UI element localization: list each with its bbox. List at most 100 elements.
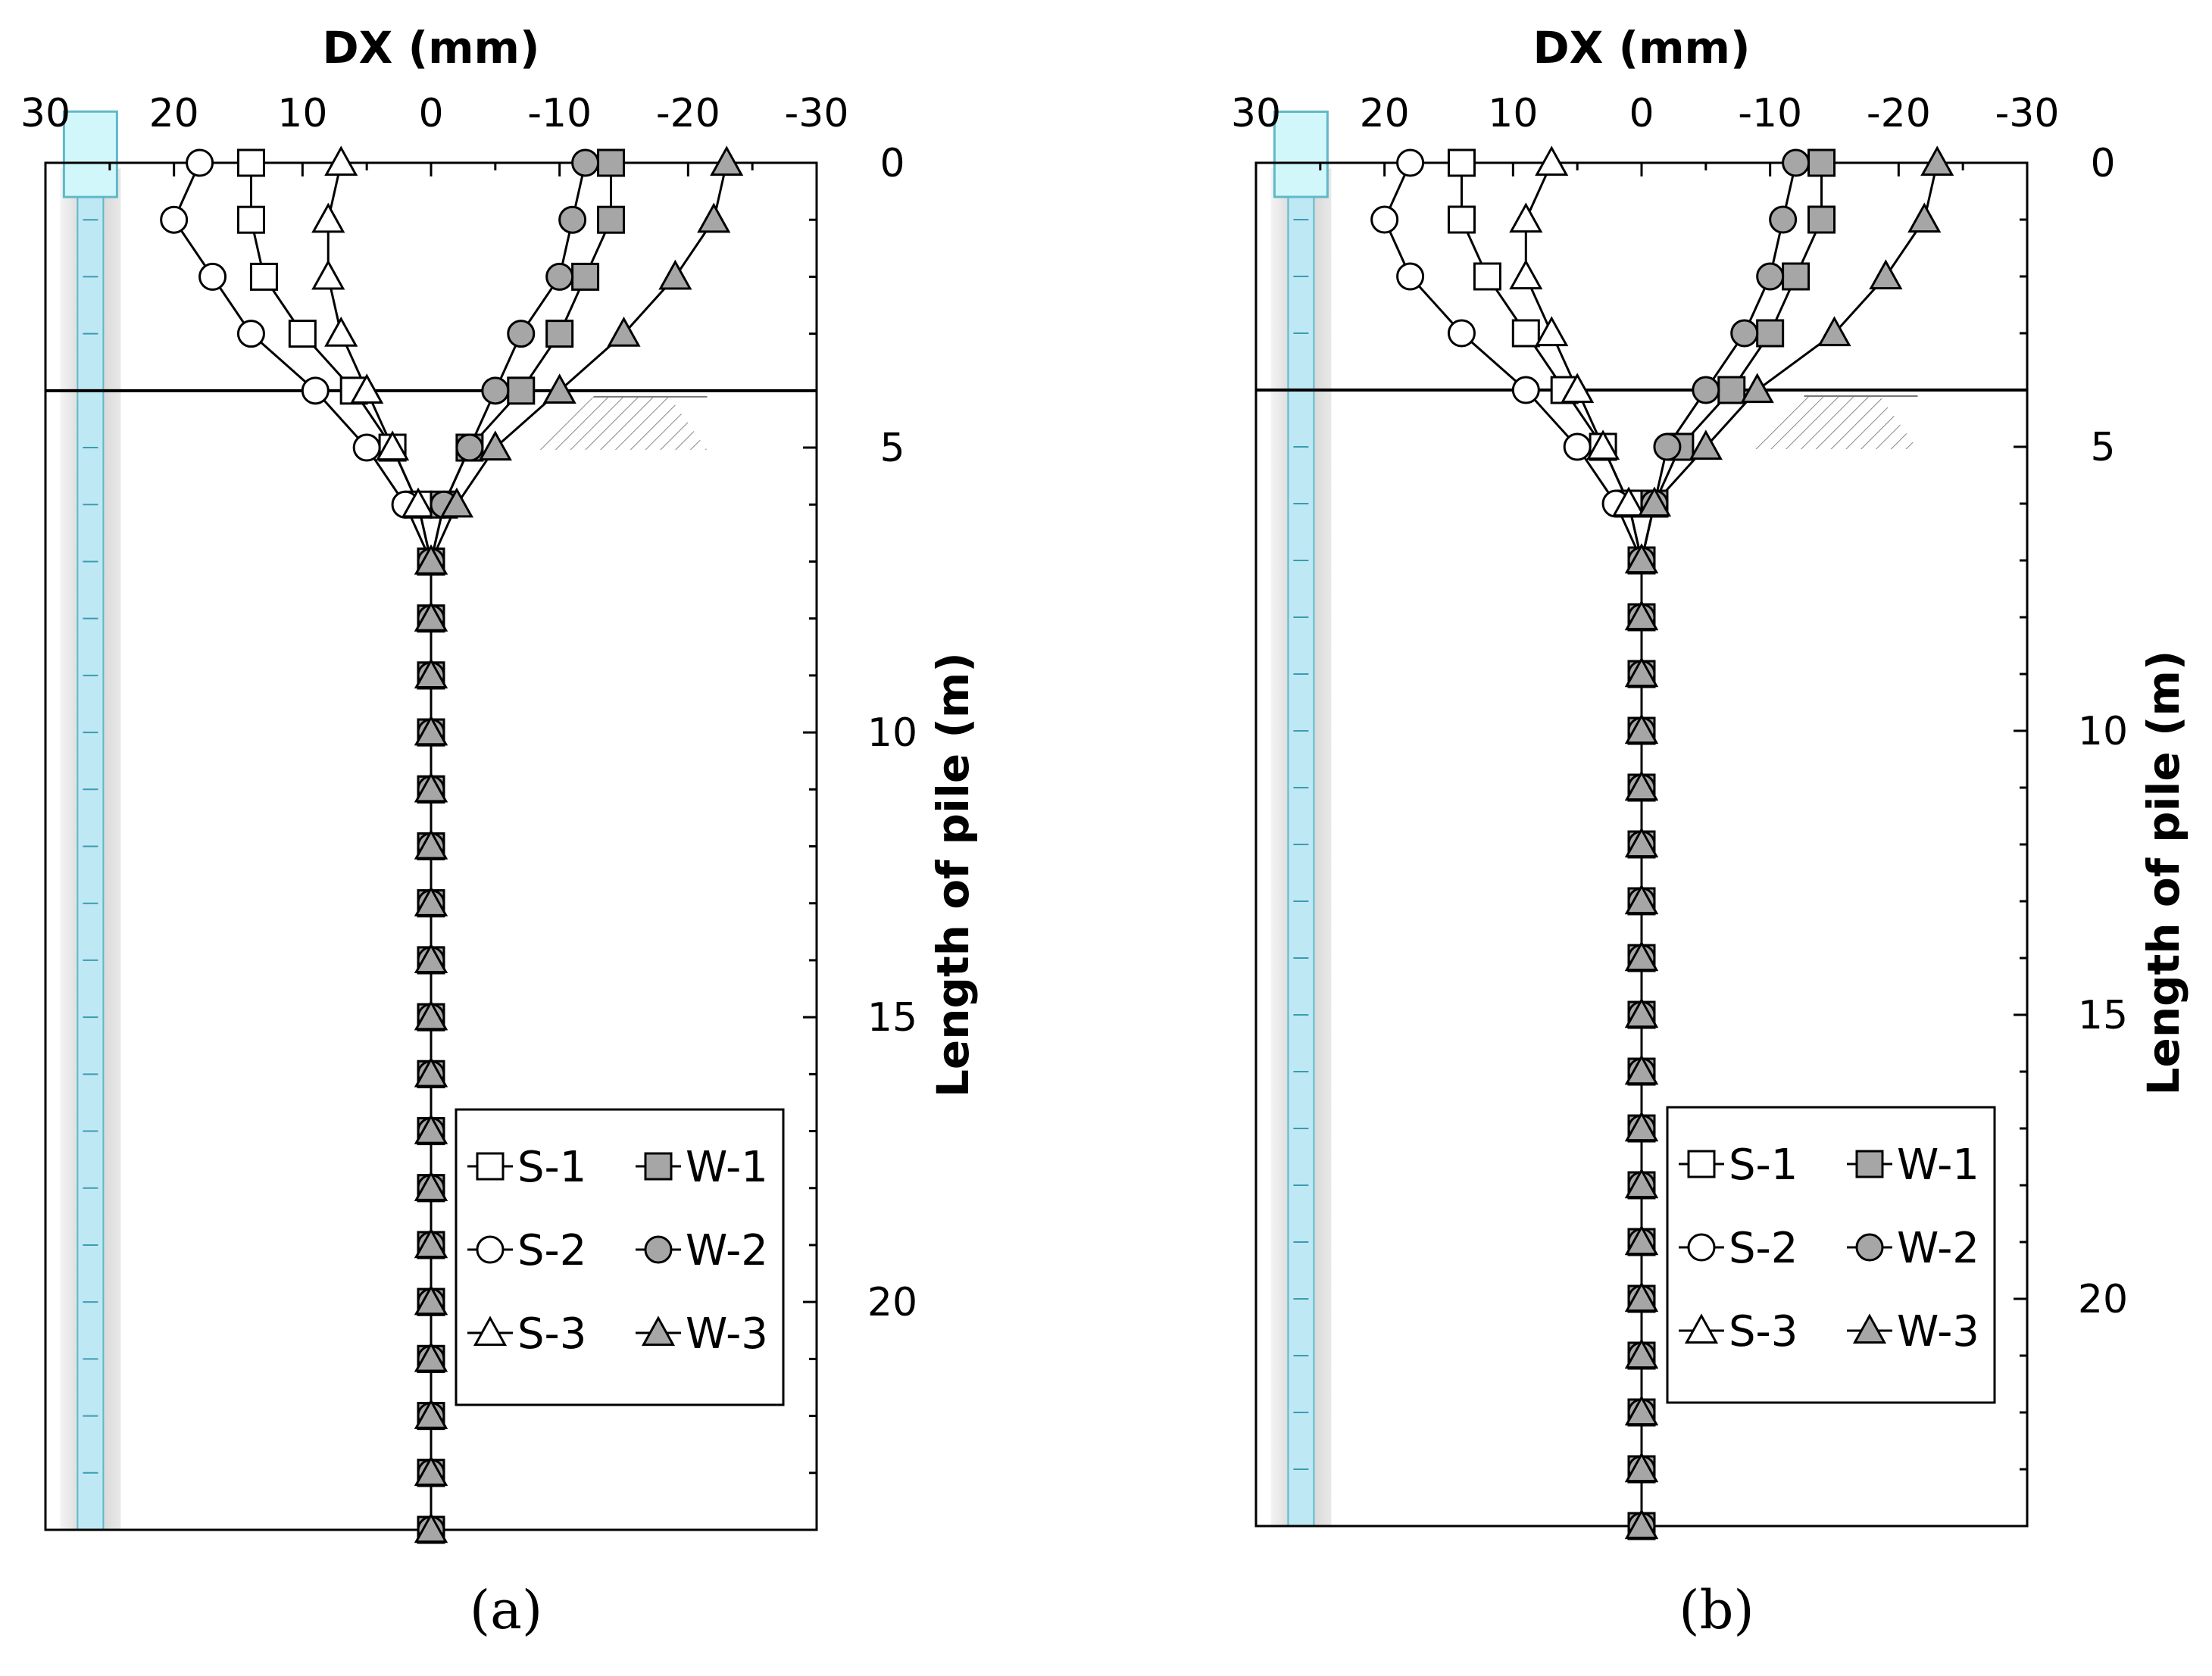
data-point-S-2	[1511, 376, 1540, 404]
data-point-W-3	[414, 886, 448, 916]
data-point-W-3	[414, 1000, 448, 1031]
data-point-S-3	[1586, 429, 1620, 460]
data-point-S-1	[249, 262, 278, 291]
data-point-S-3	[324, 316, 358, 347]
data-point-W-3	[1624, 770, 1659, 801]
legend-box	[455, 1108, 785, 1406]
data-point-W-3	[414, 772, 448, 803]
data-point-W-2	[455, 433, 484, 462]
x-tick-label: 10	[277, 91, 327, 136]
series-line-S-3	[326, 162, 433, 1530]
legend-marker-W-1	[1855, 1150, 1884, 1178]
data-point-W-1	[597, 148, 626, 177]
data-point-W-2	[481, 376, 510, 405]
x-tick-label: 0	[1629, 91, 1654, 136]
data-point-S-3	[311, 259, 345, 290]
data-point-S-1	[1447, 205, 1476, 234]
legend-marker-S-3	[473, 1316, 508, 1347]
data-point-S-2	[352, 433, 381, 462]
data-point-W-3	[1624, 657, 1659, 688]
data-point-S-3	[376, 430, 410, 461]
y-tick-label: 10	[2078, 709, 2128, 754]
data-point-W-3	[1624, 1338, 1659, 1369]
x-axis-title: DX (mm)	[1533, 22, 1751, 73]
data-point-W-3	[1624, 827, 1659, 858]
data-point-W-3	[1624, 941, 1659, 972]
panel-label: (b)	[1679, 1579, 1754, 1641]
data-point-W-3	[607, 316, 641, 347]
series-line-S-2	[172, 162, 433, 1530]
x-tick-label: 20	[1360, 91, 1410, 136]
data-point-S-3	[324, 145, 358, 176]
data-point-W-3	[414, 1171, 448, 1201]
data-point-W-3	[478, 430, 512, 461]
pile-cap	[1273, 111, 1329, 198]
data-point-W-1	[507, 376, 536, 405]
data-point-S-2	[1563, 432, 1592, 461]
data-point-S-2	[301, 376, 330, 405]
data-point-W-3	[710, 145, 744, 176]
data-point-S-1	[236, 205, 265, 234]
x-tick-label: 0	[418, 91, 443, 136]
data-point-W-3	[414, 1284, 448, 1316]
data-point-W-2	[558, 205, 587, 234]
series-line-S-3	[1524, 162, 1643, 1526]
data-point-W-3	[414, 943, 448, 974]
data-point-W-3	[414, 1456, 448, 1486]
ground-hatch-symbol	[1743, 396, 1918, 449]
data-point-W-3	[414, 715, 448, 746]
x-tick-label: 10	[1488, 91, 1538, 136]
data-point-W-3	[697, 202, 731, 233]
x-tick-label: 20	[149, 91, 199, 136]
y-tick-label: 15	[2078, 993, 2128, 1038]
data-point-W-1	[1807, 205, 1836, 234]
data-point-S-3	[1509, 259, 1543, 290]
legend-marker-S-3	[1684, 1313, 1719, 1344]
data-point-S-2	[160, 205, 189, 234]
legend-label-S-1: S-1	[517, 1143, 586, 1192]
x-axis-title: DX (mm)	[323, 22, 540, 73]
legend-label-W-1: W-1	[686, 1143, 768, 1192]
x-tick-label: -30	[785, 91, 849, 136]
data-point-S-3	[1535, 145, 1569, 176]
data-point-W-3	[414, 1056, 448, 1088]
data-point-W-3	[1637, 486, 1672, 517]
data-point-W-2	[1692, 376, 1720, 404]
data-point-W-3	[1624, 1281, 1659, 1312]
data-point-W-3	[1624, 1111, 1659, 1142]
legend-marker-S-2	[476, 1235, 505, 1264]
legend-label-S-2: S-2	[1729, 1224, 1798, 1273]
data-point-W-3	[1624, 997, 1659, 1028]
x-tick-label: -30	[1995, 91, 2060, 136]
x-tick-label: -10	[527, 91, 592, 136]
data-point-S-3	[311, 202, 345, 233]
data-point-W-3	[1624, 600, 1659, 631]
data-point-S-3	[350, 373, 384, 404]
data-point-W-3	[414, 544, 448, 575]
pile-cap	[62, 110, 118, 198]
data-point-W-2	[1769, 205, 1798, 234]
data-point-S-1	[236, 148, 265, 177]
data-point-S-2	[186, 148, 214, 177]
data-point-S-2	[1447, 319, 1476, 348]
data-point-W-2	[1756, 262, 1785, 291]
legend-label-W-1: W-1	[1897, 1141, 1979, 1190]
legend-label-W-3: W-3	[686, 1309, 768, 1359]
data-point-W-3	[414, 829, 448, 860]
data-point-S-2	[198, 262, 227, 291]
data-point-W-3	[1624, 884, 1659, 915]
data-point-W-1	[571, 262, 600, 291]
pile-body	[1287, 196, 1315, 1527]
x-tick-label: -10	[1738, 91, 1802, 136]
data-point-W-3	[1624, 543, 1659, 574]
data-point-W-3	[414, 658, 448, 689]
y-axis-title: Length of pile (m)	[927, 652, 979, 1097]
data-point-W-1	[1807, 148, 1836, 177]
y-tick-label: 0	[2090, 141, 2115, 186]
